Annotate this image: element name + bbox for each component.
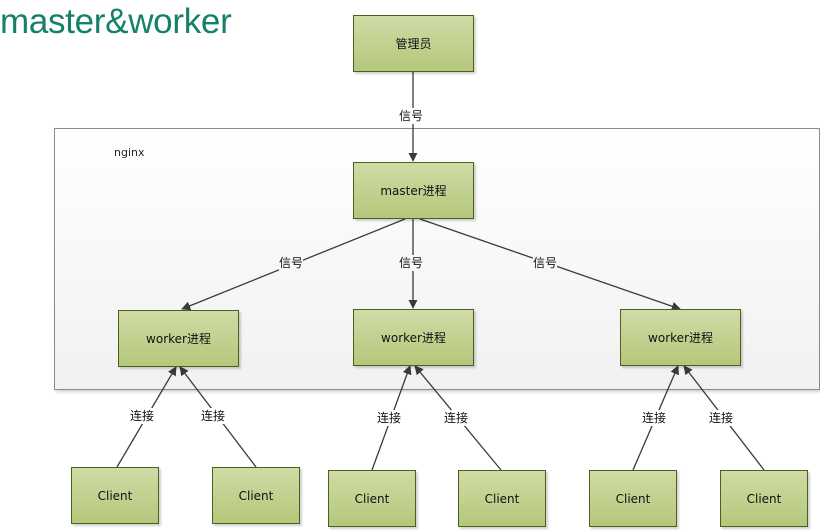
client-box-5: Client: [589, 470, 677, 527]
signal-label-worker-3: 信号: [533, 255, 558, 271]
client-box-1: Client: [71, 467, 159, 524]
signal-label-worker-1: 信号: [279, 255, 304, 271]
connect-label-client-5: 连接: [642, 410, 667, 426]
signal-label-admin: 信号: [399, 108, 424, 124]
connect-label-client-4: 连接: [444, 410, 469, 426]
client-box-4: Client: [458, 470, 546, 527]
worker-process-box-1: worker进程: [118, 310, 239, 367]
worker-process-box-3: worker进程: [620, 309, 741, 366]
page-title: master&worker: [0, 2, 232, 41]
client-box-2: Client: [212, 467, 300, 524]
signal-label-worker-2: 信号: [399, 255, 424, 271]
nginx-label: nginx: [114, 146, 145, 159]
connect-label-client-1: 连接: [130, 408, 155, 424]
client-box-3: Client: [328, 470, 416, 527]
client-box-6: Client: [720, 470, 808, 527]
admin-box: 管理员: [353, 15, 474, 72]
worker-process-box-2: worker进程: [353, 309, 474, 366]
master-process-box: master进程: [353, 162, 474, 219]
connect-label-client-2: 连接: [201, 408, 226, 424]
connect-label-client-3: 连接: [377, 410, 402, 426]
connect-label-client-6: 连接: [709, 410, 734, 426]
